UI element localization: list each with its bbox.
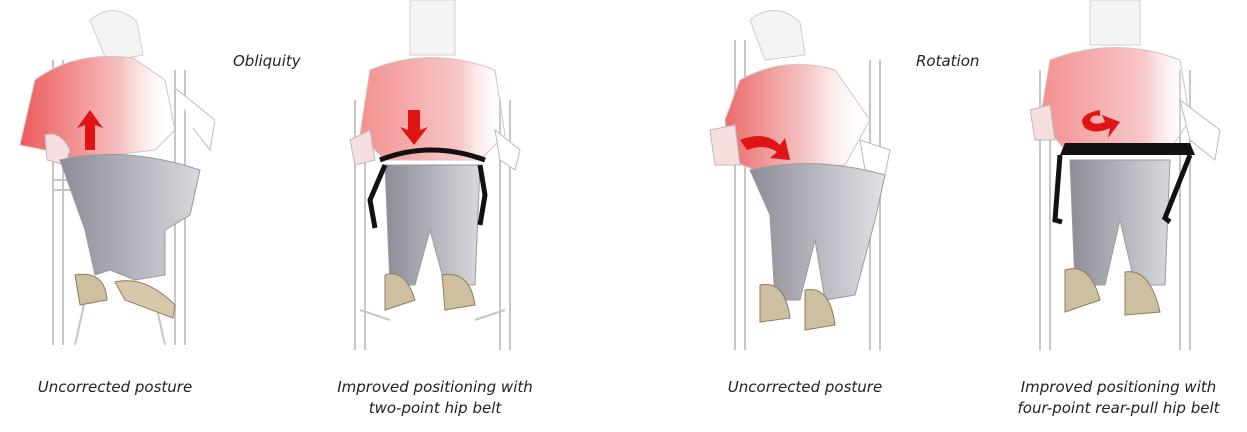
section-label-rotation: Rotation [916,52,979,70]
caption-obliquity-uncorrected: Uncorrected posture [0,377,230,398]
caption-line: two-point hip belt [305,398,565,419]
caption-rotation-four-point: Improved positioning with four-point rea… [990,377,1247,419]
caption-line: Improved positioning with [990,377,1247,398]
section-label-obliquity: Obliquity [233,52,301,70]
caption-rotation-uncorrected: Uncorrected posture [690,377,920,398]
caption-line: Improved positioning with [305,377,565,398]
caption-line: Uncorrected posture [0,377,230,398]
person [350,0,520,310]
person [710,10,890,330]
caption-line: Uncorrected posture [690,377,920,398]
caption-line: four-point rear-pull hip belt [990,398,1247,419]
caption-obliquity-two-point: Improved positioning with two-point hip … [305,377,565,419]
figure-rotation-uncorrected [705,0,905,360]
figure-rotation-four-point-belt [1030,0,1235,360]
figure-obliquity-two-point-belt [330,0,535,360]
figure-obliquity-uncorrected [15,0,215,360]
